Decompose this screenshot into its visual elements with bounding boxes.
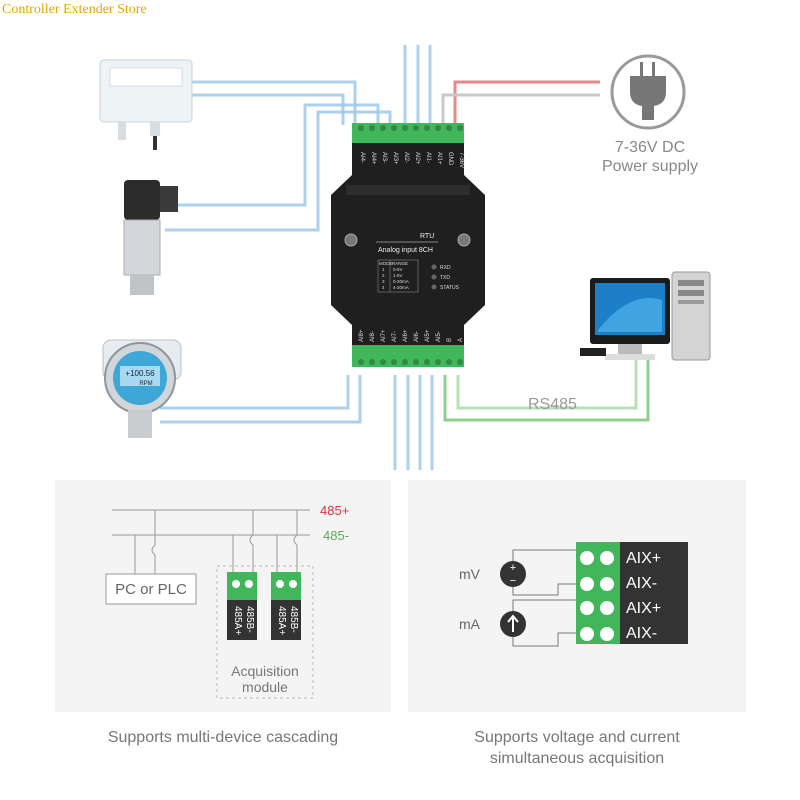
smart-transmitter: +100.56 RPM — [102, 339, 182, 438]
bus-minus-label: 485- — [323, 528, 349, 543]
terminal-label: AI6- — [414, 331, 420, 342]
terminal-label: AI2+ — [414, 152, 420, 165]
terminal-label: 7-36V — [458, 152, 464, 168]
rs485-wire — [443, 360, 650, 422]
terminal-label: AI2- — [403, 152, 409, 163]
store-watermark: Controller Extender Store — [2, 2, 147, 17]
table-cell: 0-20mA — [393, 279, 409, 284]
terminal-label: AI4+ — [370, 152, 376, 165]
table-cell: 3 — [382, 279, 385, 284]
terminal-aix-label: AIX+ — [626, 600, 661, 617]
acquisition-diagram: + − mV mA AIX+ AIX- AIX+ AIX- — [459, 542, 688, 647]
mode-table: MODE RANGE 1 0-5V 2 1-5V 3 0-20mA 4 4-20… — [377, 259, 419, 293]
terminal-label: AI7- — [392, 331, 398, 342]
rtu-module: AI4- AI4+ AI3- AI3+ AI2- AI2+ AI1- AI1+ … — [331, 123, 485, 367]
power-supply-voltage: 7-36V DC — [614, 139, 686, 156]
terminal-label: AI6+ — [403, 329, 409, 342]
power-supply-label: 7-36V DC Power supply — [588, 138, 712, 176]
led-label: TXD — [440, 275, 450, 281]
table-cell: 1 — [382, 267, 385, 272]
module-label-line1: Acquisition — [231, 663, 299, 679]
host-label: PC or PLC — [115, 581, 187, 598]
rs485-label: RS485 — [528, 396, 577, 413]
cascading-caption: Supports multi-device cascading — [107, 729, 339, 746]
status-leds: RXD TXD STATUS — [431, 264, 460, 291]
terminal-aix-label: AIX- — [626, 575, 657, 592]
svg-text:+: + — [510, 562, 516, 574]
acquisition-module-1: 485A+ 485B- — [227, 572, 257, 640]
sensor-wires — [160, 45, 434, 470]
terminal-label: GND — [447, 152, 453, 166]
acquisition-caption-line1: Supports voltage and current — [474, 729, 680, 746]
terminal-aix-label: AIX+ — [626, 550, 661, 567]
table-header: MODE — [379, 261, 393, 266]
bus-plus-label: 485+ — [320, 503, 349, 518]
led-label: RXD — [440, 265, 451, 271]
terminal-label: AI1+ — [436, 152, 442, 165]
terminal-label: AI3+ — [392, 152, 398, 165]
module-terminal-label: 485A+ — [232, 606, 243, 635]
svg-text:−: − — [510, 575, 516, 587]
module-terminal-label: 485B- — [244, 606, 255, 633]
transmitter-display-unit: RPM — [139, 381, 152, 387]
host-box — [105, 573, 197, 605]
table-cell: 2 — [382, 273, 385, 278]
bottom-terminal-labels: AI8+ AI8- AI7+ AI7- AI6+ AI6- AI5+ AI5- … — [359, 329, 464, 342]
terminal-label: AI5- — [436, 331, 442, 342]
acquisition-module-2: 485A+ 485B- — [271, 572, 301, 640]
table-cell: 4-20mA — [393, 285, 409, 290]
terminal-label: AI1- — [425, 152, 431, 163]
module-terminal-label: 485B- — [288, 606, 299, 633]
power-plug-icon — [610, 54, 686, 130]
acquisition-caption-line2: simultaneous acquisition — [489, 750, 665, 767]
table-cell: 0-5V — [393, 267, 403, 272]
led-label: STATUS — [440, 285, 460, 291]
module-terminal-label: 485A+ — [276, 606, 287, 635]
bottom-screws — [358, 359, 463, 365]
power-wire-dark — [441, 93, 600, 125]
terminal-label: AI8+ — [359, 329, 365, 342]
terminal-label: AI3- — [381, 152, 387, 163]
module-label-line2: module — [242, 679, 288, 695]
top-screws — [358, 125, 463, 131]
table-header: RANGE — [392, 261, 408, 266]
terminal-label: AI5+ — [425, 329, 431, 342]
module-title: RTU — [420, 233, 434, 240]
wiring-diagram: +100.56 RPM AI4- — [99, 45, 711, 470]
terminal-label: AI7+ — [381, 329, 387, 342]
power-wire-red — [453, 80, 600, 125]
acquisition-caption: Supports voltage and current simultaneou… — [408, 727, 746, 769]
terminal-aix-label: AIX- — [626, 625, 657, 642]
table-cell: 4 — [382, 285, 385, 290]
terminal-label: A — [458, 338, 464, 342]
terminal-label: B — [447, 338, 453, 342]
voltage-label: mV — [459, 566, 481, 582]
module-subtitle: Analog input 8CH — [378, 247, 433, 254]
current-label: mA — [459, 616, 481, 632]
transmitter-display-value: +100.56 — [125, 369, 155, 378]
terminal-label: AI8- — [370, 331, 376, 342]
temperature-humidity-sensor — [99, 59, 193, 150]
terminal-label: AI4- — [359, 152, 365, 163]
pc-icon — [580, 271, 711, 361]
power-supply-text: Power supply — [601, 158, 699, 175]
cascading-diagram: 485+ 485- PC or PLC 485A+ 485B- 485A+ 48… — [105, 503, 349, 699]
table-cell: 1-5V — [393, 273, 403, 278]
top-terminal-labels: AI4- AI4+ AI3- AI3+ AI2- AI2+ AI1- AI1+ … — [359, 152, 464, 168]
voltage-source-icon — [500, 561, 526, 587]
pressure-transmitter — [123, 180, 178, 295]
